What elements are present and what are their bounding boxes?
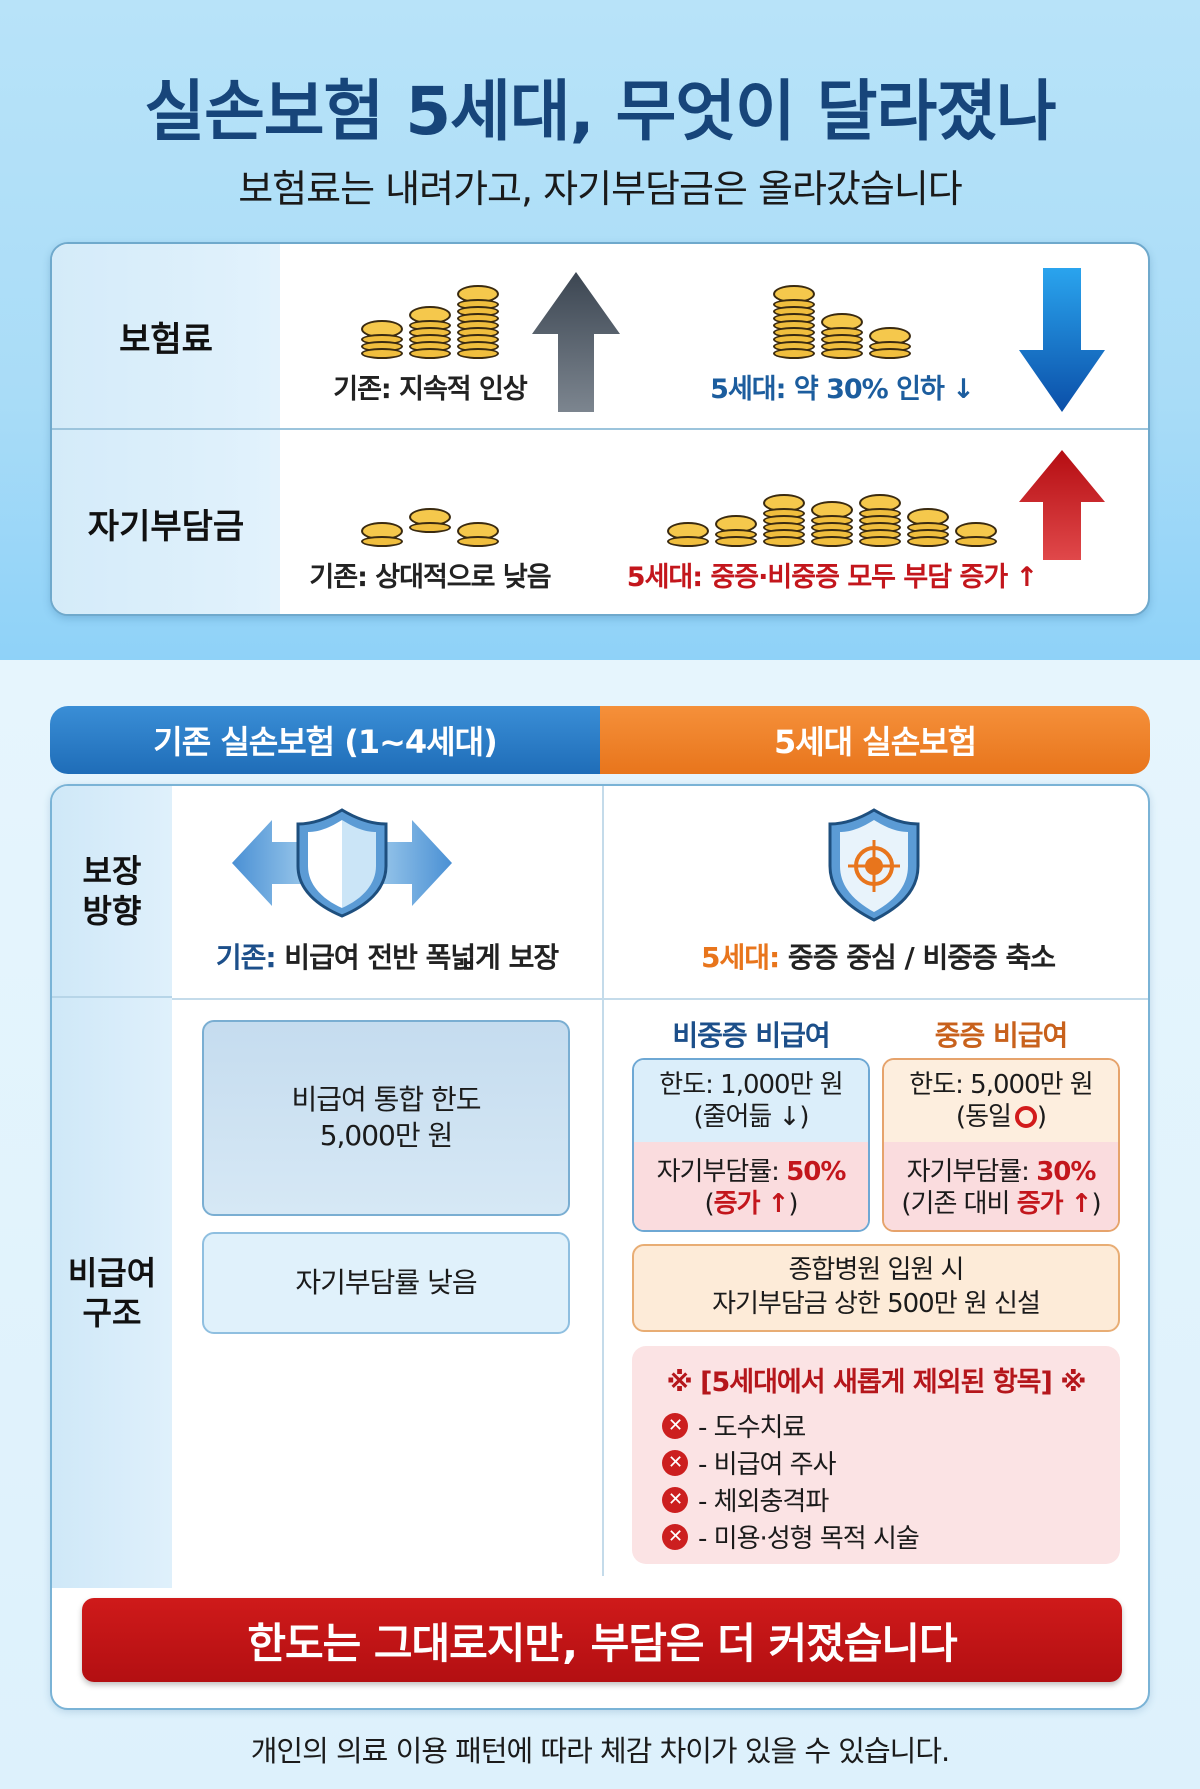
summary-banner: 한도는 그대로지만, 부담은 더 커졌습니다: [82, 1598, 1122, 1682]
shield-wide-arrows-icon: [232, 808, 452, 918]
page-subtitle: 보험료는 내려가고, 자기부담금은 올라갔습니다: [238, 167, 963, 211]
footnote: 개인의 의료 이용 패턴에 따라 체감 차이가 있을 수 있습니다.: [250, 1734, 951, 1768]
column-header-existing: 기존 실손보험 (1~4세대): [50, 706, 600, 774]
non-critical-title: 비중증 비급여: [672, 1019, 830, 1052]
row-label-premium: 보험료: [52, 244, 280, 428]
premium-old-text: 기존: 지속적 인상: [333, 374, 527, 405]
critical-title: 중증 비급여: [934, 1019, 1069, 1052]
row-label-deductible: 자기부담금: [52, 430, 280, 614]
excluded-item: ✕- 비급여 주사: [652, 1444, 1100, 1481]
deductible-new-cell: 5세대: 중증·비중증 모두 부담 증가 ↑: [592, 430, 1072, 614]
non-critical-limit: 한도: 1,000만 원: [659, 1069, 843, 1100]
hospital-copay-cap-box: 종합병원 입원 시 자기부담금 상한 500만 원 신설: [632, 1244, 1120, 1332]
x-circle-icon: ✕: [662, 1412, 688, 1439]
coins-rising-icon: [358, 285, 502, 359]
critical-limit-note: (동일): [955, 1102, 1047, 1132]
critical-limit: 한도: 5,000만 원: [909, 1069, 1093, 1100]
coins-falling-icon: [770, 285, 914, 359]
excluded-items-title: ※ [5세대에서 새롭게 제외된 항목] ※: [666, 1367, 1086, 1398]
x-circle-icon: ✕: [662, 1449, 688, 1476]
coins-large-pile-icon: [664, 494, 1000, 547]
x-circle-icon: ✕: [662, 1523, 688, 1550]
arrow-down-blue-icon: [1019, 268, 1105, 412]
column-divider: [602, 786, 604, 1576]
excluded-items-box: ※ [5세대에서 새롭게 제외된 항목] ※ ✕- 도수치료 ✕- 비급여 주사…: [632, 1346, 1120, 1564]
excluded-item: ✕- 도수치료: [652, 1407, 1100, 1444]
coverage-new-text: 5세대: 중증 중심 / 비중증 축소: [700, 941, 1056, 974]
non-critical-limit-note: (줄어듦 ↓): [693, 1102, 809, 1132]
non-critical-rate: 자기부담률: 50%: [656, 1156, 847, 1187]
x-circle-icon: ✕: [662, 1486, 688, 1513]
coverage-old-text: 기존: 비급여 전반 폭넓게 보장: [215, 941, 559, 974]
critical-rate-note: (기존 대비 증가 ↑): [901, 1189, 1101, 1219]
premium-old-cell: 기존: 지속적 인상: [280, 244, 580, 428]
critical-rate: 자기부담률: 30%: [906, 1156, 1097, 1187]
deductible-new-text: 5세대: 중증·비중증 모두 부담 증가 ↑: [626, 562, 1038, 593]
deductible-old-text: 기존: 상대적으로 낮음: [309, 562, 551, 593]
premium-new-cell: 5세대: 약 30% 인하 ↓: [652, 244, 1032, 428]
premium-new-text: 5세대: 약 30% 인하 ↓: [710, 374, 975, 405]
coins-small-pile-icon: [358, 508, 502, 547]
arrow-up-red-icon: [1019, 450, 1105, 560]
non-critical-rate-note: (증가 ↑): [704, 1189, 799, 1219]
old-integrated-limit-box: 비급여 통합 한도 5,000만 원: [202, 1020, 570, 1216]
deductible-row: 자기부담금 기존: 상대적으로 낮음 5세대: 중증·비중증 모두 부담 증가 …: [52, 430, 1148, 614]
old-copay-rate-box: 자기부담률 낮음: [202, 1232, 570, 1334]
critical-box: 한도: 5,000만 원 (동일) 자기부담률: 30% (기존 대비 증가 ↑…: [882, 1058, 1120, 1232]
premium-row: 보험료 기존: 지속적 인상 5세대: 약 30% 인하 ↓: [52, 244, 1148, 430]
non-critical-box: 한도: 1,000만 원 (줄어듦 ↓) 자기부담률: 50% (증가 ↑): [632, 1058, 870, 1232]
excluded-item: ✕- 미용·성형 목적 시술: [652, 1518, 1100, 1555]
column-header-5th-gen: 5세대 실손보험: [600, 706, 1150, 774]
deductible-old-cell: 기존: 상대적으로 낮음: [280, 430, 580, 614]
premium-deductible-comparison-card: 보험료 기존: 지속적 인상 5세대: 약 30% 인하 ↓: [50, 242, 1150, 616]
shield-target-icon: [828, 808, 920, 922]
same-circle-icon: [1014, 1106, 1037, 1128]
page-title: 실손보험 5세대, 무엇이 달라졌나: [144, 73, 1056, 150]
excluded-item: ✕- 체외충격파: [652, 1481, 1100, 1518]
row-divider: [172, 998, 1148, 1000]
arrow-up-dark-icon: [532, 272, 620, 412]
